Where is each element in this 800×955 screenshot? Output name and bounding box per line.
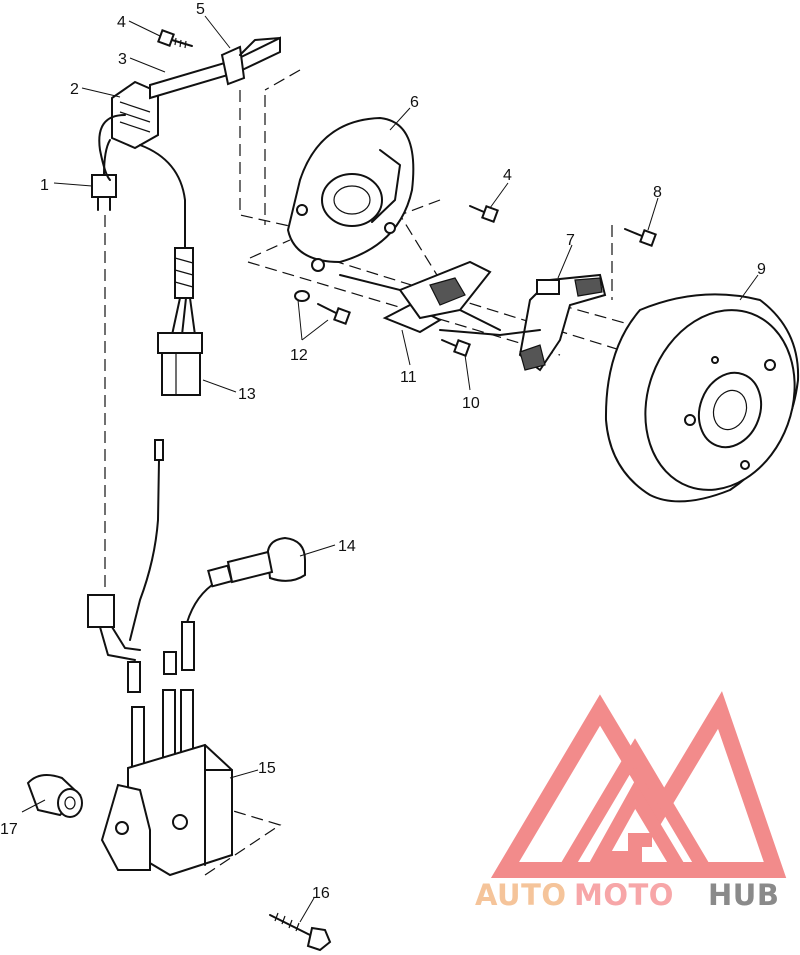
harness-pigtail [87,439,164,661]
label-6: 6 [410,94,419,111]
watermark-word-moto: MOTO [574,878,674,912]
label-13: 13 [238,386,256,403]
part-17-bushing [26,773,83,818]
part-6-stator-plate [286,116,501,331]
part-8-screw [624,228,657,247]
label-3: 3 [118,51,127,68]
part-4-screw-mid [469,205,499,223]
part-7-lighting-coil [439,273,607,372]
part-9-flywheel [604,293,800,503]
label-4-top: 4 [117,14,126,31]
part-12-screw-washer [294,290,351,325]
part-13-connector [157,332,203,396]
part-14-spark-cap [184,536,306,631]
lead-tubes [127,621,195,768]
part-3-bracket [149,36,281,100]
part-labels: 1 2 3 4 5 6 4 7 8 9 12 11 10 13 14 15 16… [0,1,766,902]
part-11-coil [382,260,492,334]
label-16: 16 [312,885,330,902]
part-10-screw [441,339,471,357]
label-15: 15 [258,760,276,777]
leader-lines [21,15,759,923]
watermark-word-auto: AUTO [475,878,567,912]
label-5: 5 [196,1,205,18]
label-11: 11 [400,369,417,386]
label-1: 1 [40,177,49,194]
part-16-bolt [269,912,332,952]
label-2: 2 [70,81,79,98]
label-10: 10 [462,395,480,412]
part-1-connector [91,139,117,211]
label-4-mid: 4 [503,167,512,184]
automotohub-watermark: AUTO MOTO HUB [475,691,787,912]
label-14: 14 [338,538,356,555]
label-9: 9 [757,261,766,278]
triangle-logo-icon [490,691,787,878]
part-2-regulator [98,80,196,336]
label-7: 7 [566,232,575,249]
label-12: 12 [290,347,308,364]
watermark-word-hub: HUB [708,878,779,912]
label-17: 17 [0,821,18,838]
part-4-screw-top [157,29,193,49]
part-15-ignition-coil [100,743,233,877]
label-8: 8 [653,184,662,201]
